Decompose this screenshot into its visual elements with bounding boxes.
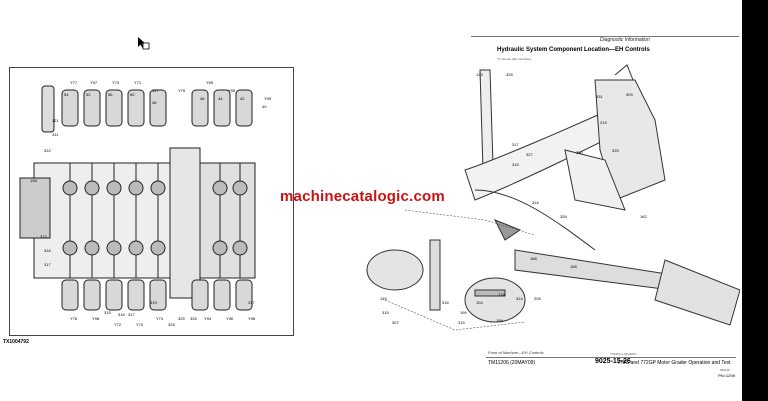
valve-callout: 42 xyxy=(240,96,245,101)
valve-callout: 48 xyxy=(152,100,157,105)
caption-ref: TX1004 1-29-05/02 ... xyxy=(610,352,640,356)
figure-caption: Front of Machine—EH Controls xyxy=(488,350,544,355)
valve-callout: Y95 xyxy=(228,88,236,93)
valve-callout: 316 xyxy=(118,312,125,317)
motor-grader-drawing xyxy=(366,64,741,331)
valve-callout: Y69 xyxy=(206,80,214,85)
machine-callout: 307 xyxy=(392,320,399,325)
valve-callout: Y99 xyxy=(264,96,272,101)
valve-callout: Y74 xyxy=(156,316,164,321)
valve-callout: 46 xyxy=(200,96,205,101)
valve-callout: Y70 xyxy=(136,322,144,327)
valve-callout: 315 xyxy=(104,310,111,315)
section-label: Diagnostic Information xyxy=(600,37,650,43)
machine-callout: 326 xyxy=(560,214,567,219)
machine-callout: 314 xyxy=(516,296,523,301)
page-number: PN=1298 xyxy=(718,373,735,378)
valve-callout: Y73 xyxy=(112,80,120,85)
valve-callout: Y71 xyxy=(134,80,142,85)
valve-callout: 326 xyxy=(190,316,197,321)
manual-number: TM11206 (20MAY09) xyxy=(488,360,536,366)
valve-callout: Y77 xyxy=(70,80,78,85)
footer-rule xyxy=(486,357,736,358)
valve-callout: Y98 xyxy=(92,316,100,321)
machine-callout: 315 xyxy=(458,320,465,325)
machine-callout: 219 xyxy=(600,120,607,125)
valve-callout: 328 xyxy=(168,322,175,327)
valve-callout: Y98 xyxy=(248,316,256,321)
page-code: 9025-15-26 xyxy=(595,358,631,365)
machine-diagram xyxy=(365,60,741,350)
viewer-edge xyxy=(742,0,768,401)
machine-callout: 331 xyxy=(596,94,603,99)
machine-callout: 325 xyxy=(612,148,619,153)
valve-callout: 325 xyxy=(178,316,185,321)
valve-callout: 40 xyxy=(262,104,267,109)
machine-callout: 205 xyxy=(534,296,541,301)
machine-callout: 309 xyxy=(626,92,633,97)
book-title: 770G and 772GP Motor Grader Operation an… xyxy=(617,360,731,366)
machine-callout: 327 xyxy=(526,152,533,157)
valve-callout: 317 xyxy=(44,262,51,267)
page-title: Hydraulic System Component Location—EH C… xyxy=(497,47,650,53)
control-valve-figure xyxy=(9,67,294,336)
figure-id: TX1004792 xyxy=(3,339,29,345)
machine-callout: 168 xyxy=(530,256,537,261)
machine-callout: 315 xyxy=(512,162,519,167)
page-subtitle: TX-remote HR-controllers xyxy=(497,57,532,61)
valve-callout: 121 xyxy=(52,118,59,123)
watermark: machinecatalogic.com xyxy=(280,188,445,205)
date-code: 060115 xyxy=(720,368,730,372)
valve-callout: 54 xyxy=(64,92,69,97)
valve-callout: 56 xyxy=(108,92,113,97)
valve-callout: Y97 xyxy=(90,80,98,85)
header-rule xyxy=(471,36,739,37)
manual-page: TX1004792 machinecatalogic.com Diagnosti… xyxy=(0,0,742,401)
valve-callout: Y72 xyxy=(114,322,122,327)
machine-callout: 174 xyxy=(498,292,505,297)
machine-callout: 316 xyxy=(442,300,449,305)
valve-callout: 52 xyxy=(86,92,91,97)
mouse-cursor xyxy=(137,36,153,57)
valve-callout: 319 xyxy=(150,300,157,305)
machine-callout: 320 xyxy=(576,150,583,155)
valve-callout: 44 xyxy=(218,96,223,101)
valve-callout: 198 xyxy=(30,178,37,183)
machine-callout: 316 xyxy=(532,200,539,205)
valve-callout: 311 xyxy=(52,132,59,137)
valve-callout: 317 xyxy=(128,312,135,317)
machine-callout: 145 xyxy=(380,296,387,301)
control-valve-drawing xyxy=(19,85,256,311)
valve-callout: 322 xyxy=(44,148,51,153)
machine-callout: 162 xyxy=(640,214,647,219)
valve-callout: Y75 xyxy=(178,88,186,93)
valve-callout: 313 xyxy=(40,234,47,239)
valve-callout: 317 xyxy=(248,300,255,305)
valve-callout: 127 xyxy=(152,88,159,93)
valve-callout: 50 xyxy=(130,92,135,97)
machine-callout: 133 xyxy=(476,72,483,77)
machine-callout: 104 xyxy=(476,300,483,305)
machine-callout: 328 xyxy=(506,72,513,77)
machine-callout: 159 xyxy=(496,318,503,323)
machine-callout: 315 xyxy=(382,310,389,315)
machine-callout: 199 xyxy=(460,310,467,315)
valve-callout: 316 xyxy=(44,248,51,253)
machine-callout: 317 xyxy=(512,142,519,147)
valve-callout: Y96 xyxy=(226,316,234,321)
valve-callout: Y76 xyxy=(70,316,78,321)
valve-callout: Y94 xyxy=(204,316,212,321)
machine-callout: 158 xyxy=(570,264,577,269)
